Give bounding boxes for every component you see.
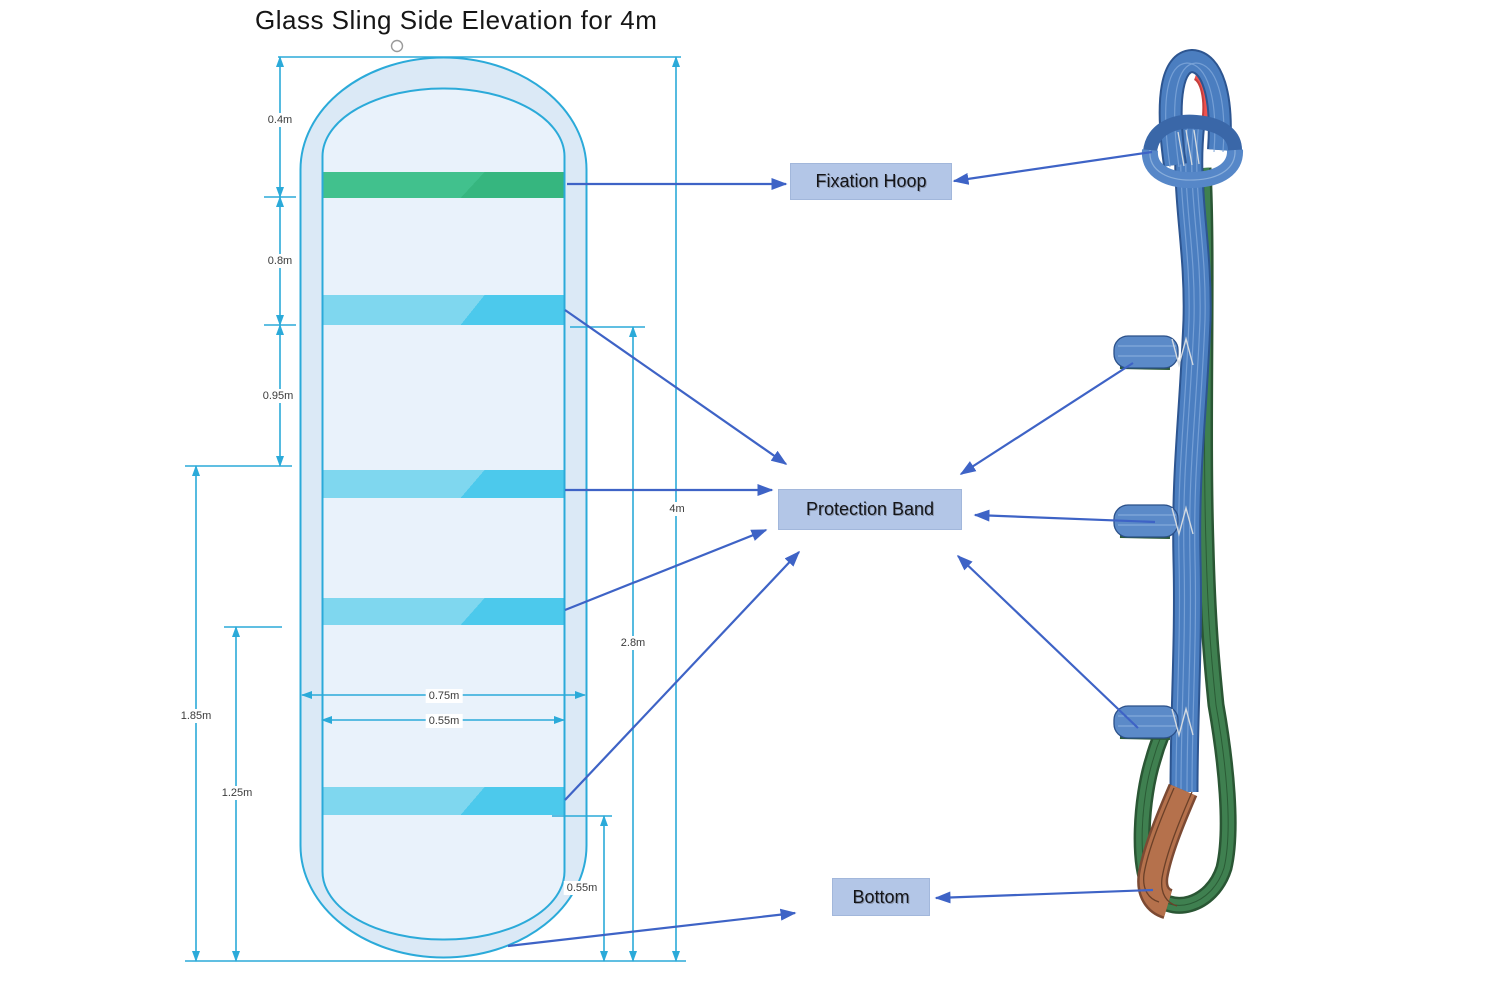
arrow-band3-to-label [564, 528, 768, 612]
knot-back [1143, 114, 1242, 154]
callout-arrows [507, 150, 1156, 948]
protection-band-1 [323, 295, 564, 325]
arrow-loop3-to-label [956, 554, 1139, 729]
protection-band-callout: Protection Band [778, 489, 962, 530]
arrow-bottom-from-drawing [507, 908, 797, 948]
arrow-loop2-to-label [973, 509, 1156, 524]
sling-photo [1113, 61, 1243, 906]
knot-stripe [1149, 149, 1236, 181]
rotation-handle-icon [390, 39, 404, 53]
dim-label-hoop-to-band2: 0.8m [264, 254, 296, 268]
dim-label-total-height: 4m [666, 502, 688, 516]
protection-band-2 [323, 470, 564, 498]
arrow-band4-to-label [564, 550, 801, 801]
dim-label-inner-width: 0.55m [425, 714, 463, 728]
dim-label-top-to-hoop: 0.4m [264, 113, 296, 127]
page-title: Glass Sling Side Elevation for 4m [255, 5, 658, 35]
arrow-band1-to-label [564, 309, 788, 465]
arrow-loop1-to-label [959, 362, 1134, 475]
dim-label-band3-to-base: 1.85m [177, 709, 215, 723]
arrow-bottom-from-photo [934, 888, 1154, 904]
tab-stripes [1118, 715, 1176, 727]
fixation-hoop-band [323, 172, 564, 198]
dim-label-band5-to-base: 0.55m [563, 881, 601, 895]
fixation-hoop-callout: Fixation Hoop [790, 163, 952, 200]
arrow-hoop-from-photo [952, 150, 1153, 185]
bottom-callout: Bottom [832, 878, 930, 916]
protection-loop-tab-1 [1113, 335, 1179, 369]
protection-band-3 [323, 598, 564, 625]
protection-loop-tab-3 [1113, 705, 1179, 739]
tab-stripes [1118, 514, 1176, 526]
stitching-icon [1171, 336, 1194, 368]
stitching-icon [1171, 505, 1194, 537]
glass-elevation-drawing [299, 39, 588, 959]
stitching-icon [1171, 706, 1194, 738]
tab-stripes [1118, 345, 1176, 357]
fixation-hoop-knot [1141, 114, 1243, 189]
protection-band-4 [323, 787, 564, 815]
dim-label-band4-to-base: 1.25m [218, 786, 256, 800]
dim-label-band2-to-band3: 0.95m [259, 389, 297, 403]
dim-label-band2-to-base: 2.8m [617, 636, 649, 650]
dim-label-outer-width: 0.75m [425, 689, 463, 703]
stitching-icon [1177, 129, 1200, 167]
